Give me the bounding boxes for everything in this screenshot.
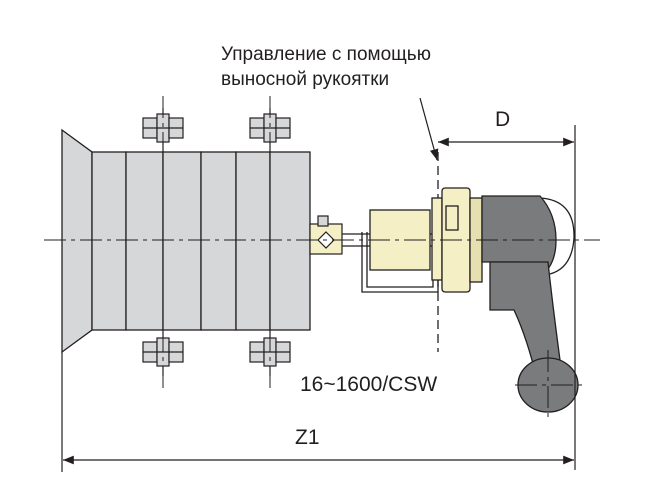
switch-module-1 <box>91 151 127 331</box>
switch-module-2 <box>125 151 164 331</box>
centre-lines <box>44 96 600 420</box>
handle-ring <box>539 197 575 275</box>
annotation-leader <box>419 97 439 161</box>
dimension-d <box>438 125 576 470</box>
annotation-line-2: выносной рукоятки <box>221 69 390 90</box>
rotary-handle <box>481 195 579 413</box>
mounting-bolt-top-right <box>249 108 291 152</box>
switch-body <box>61 128 311 354</box>
switch-module-5 <box>235 151 271 331</box>
switch-base-flange <box>61 128 93 354</box>
dimension-z1-label: Z1 <box>295 426 320 449</box>
shaft-coupling <box>309 223 343 255</box>
remote-handle-annotation: Управление с помощью выносной рукоятки <box>221 42 431 92</box>
annotation-line-1: Управление с помощью <box>221 44 431 65</box>
switch-module-6 <box>269 151 311 331</box>
mechanism-box <box>361 209 439 293</box>
dimension-d-label: D <box>495 108 511 131</box>
switch-module-3 <box>162 151 202 331</box>
dimension-z1 <box>61 352 574 472</box>
model-label: 16~1600/CSW <box>300 373 438 396</box>
switch-module-4 <box>200 151 237 331</box>
